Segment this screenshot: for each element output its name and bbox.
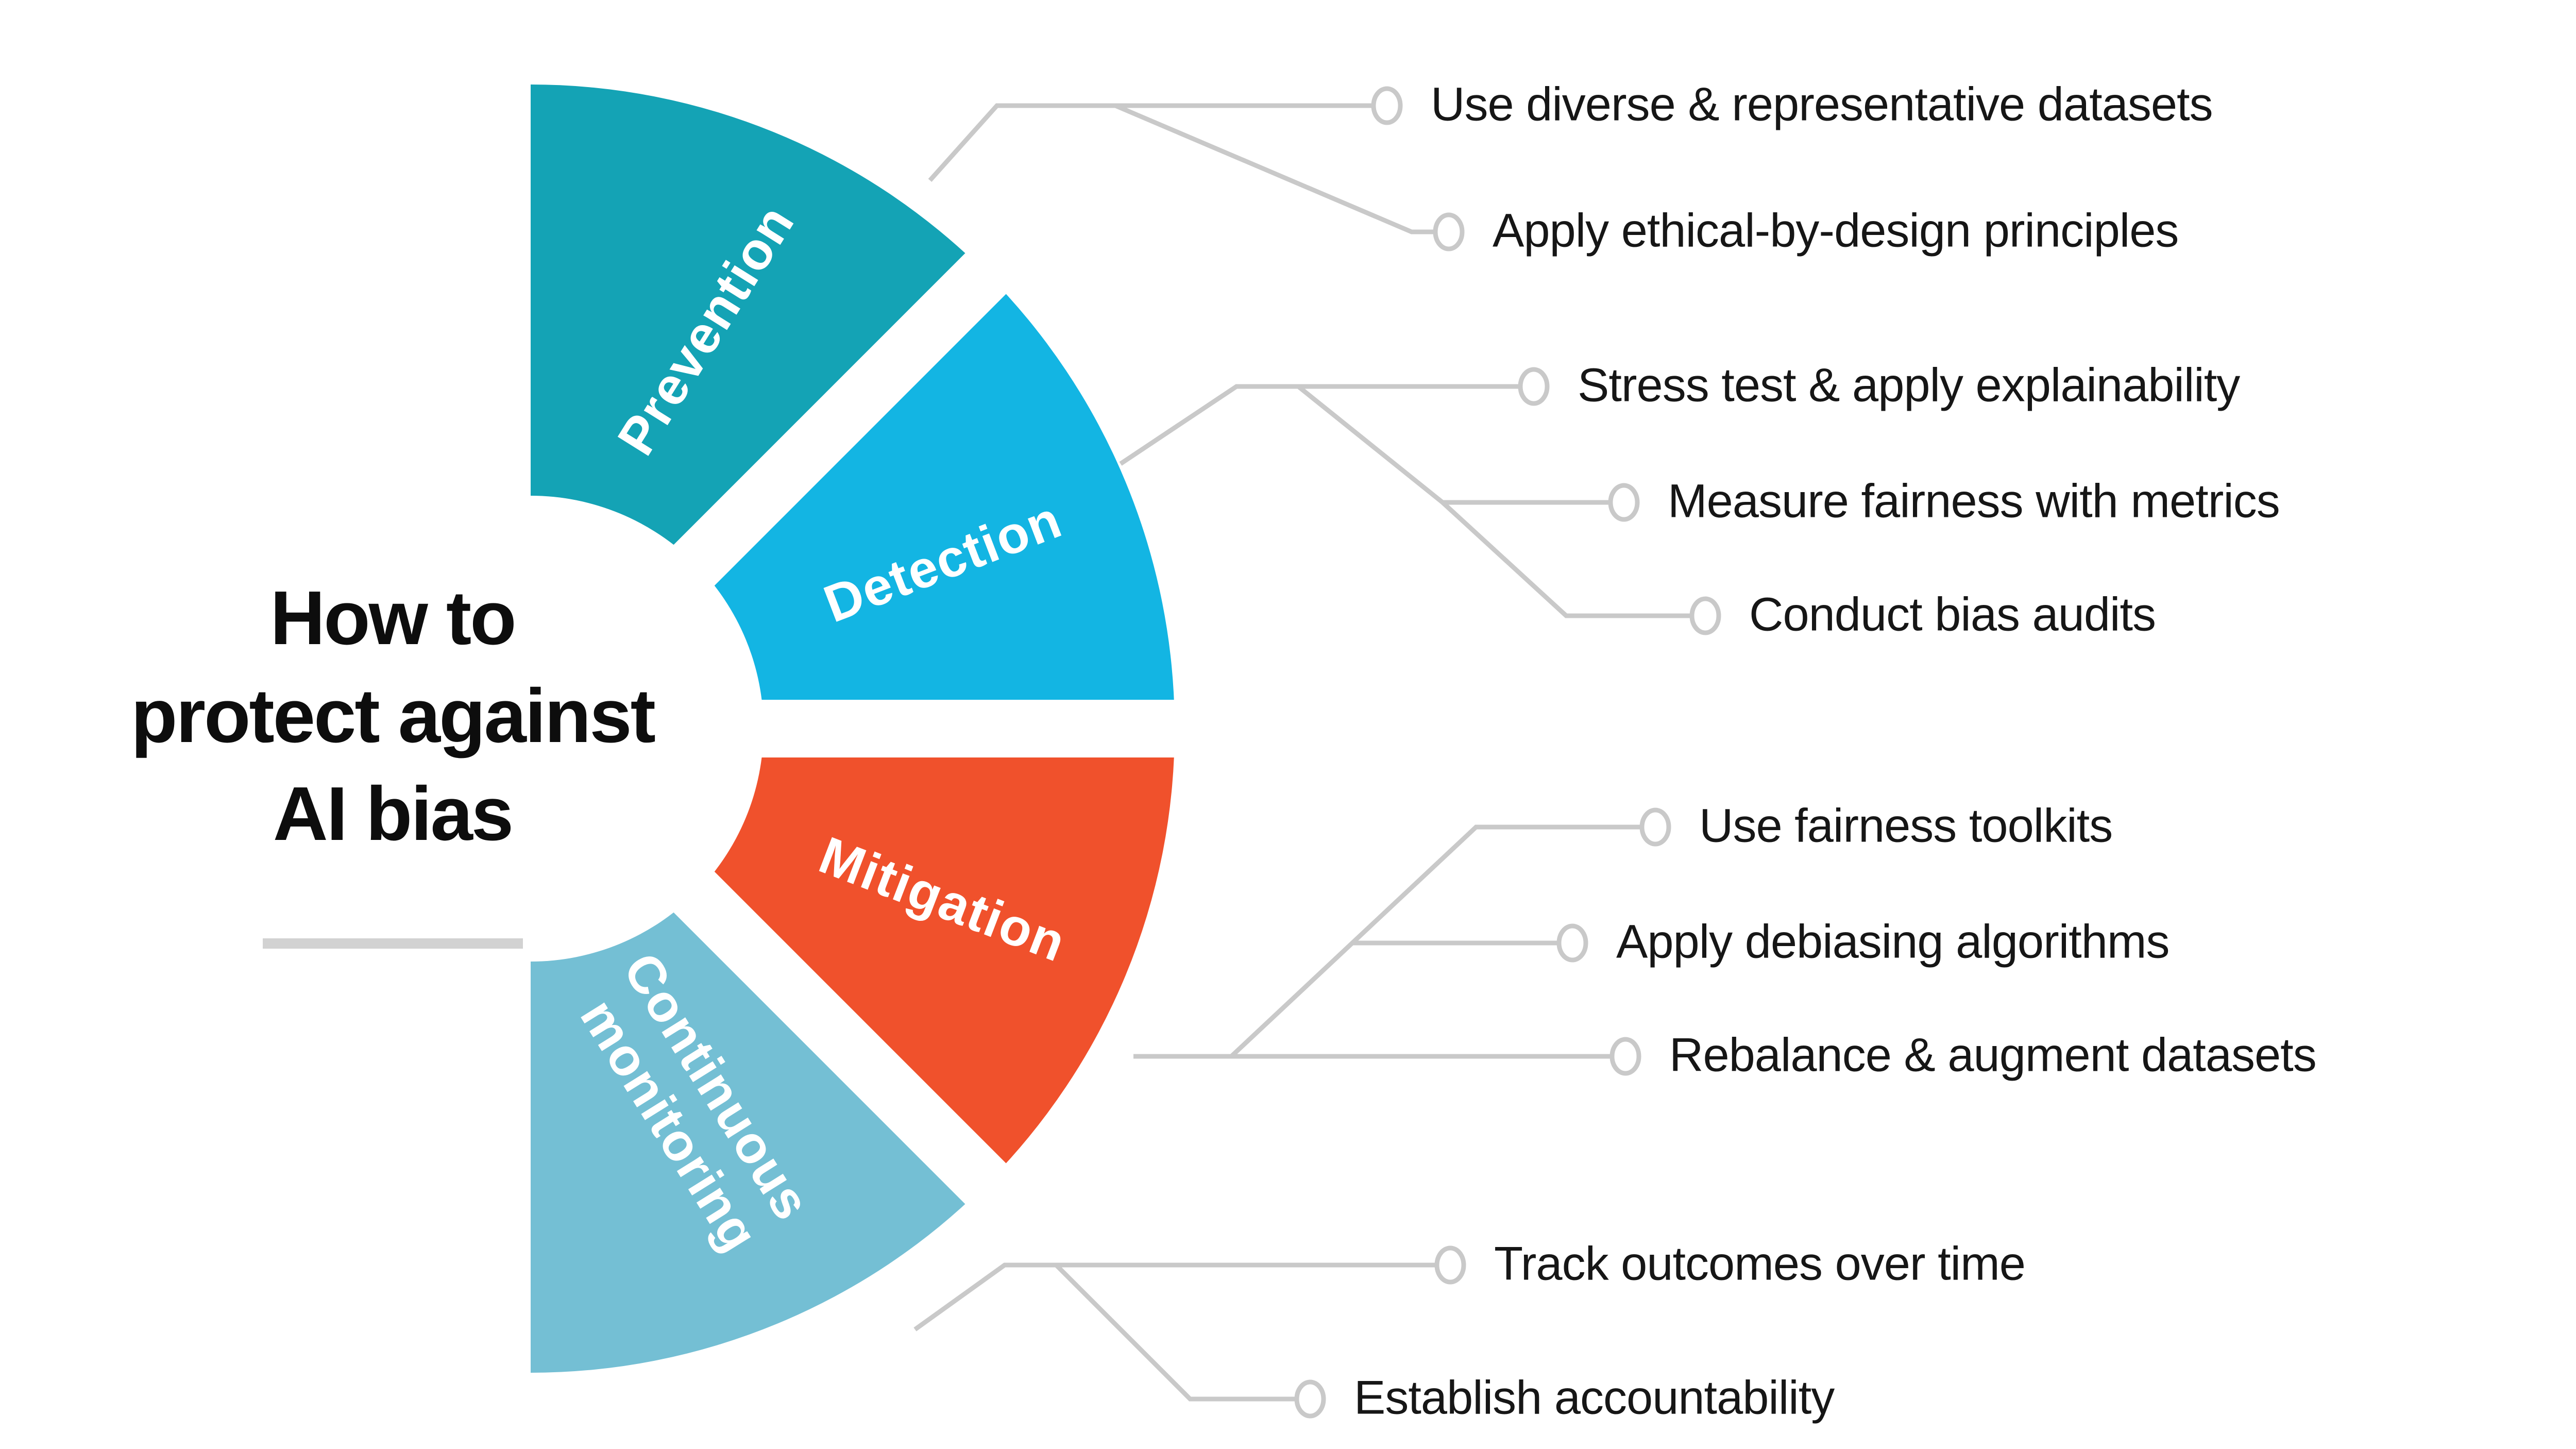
- connector-detection-2: [1297, 384, 1608, 505]
- ring-icon: [1518, 367, 1550, 406]
- bullet-detection-3: Conduct bias audits: [1749, 588, 2156, 641]
- bullet-rings: [1294, 86, 1721, 1419]
- connector-detection-3: [1440, 500, 1690, 618]
- connector-prevention-2: [1114, 103, 1433, 234]
- title-line-3: AI bias: [273, 771, 514, 856]
- ring-icon: [1433, 212, 1465, 251]
- bullet-mitigation-2: Apply debiasing algorithms: [1616, 915, 2170, 968]
- ring-icon: [1371, 86, 1403, 125]
- connectors: [913, 103, 1690, 1402]
- bullet-detection-1: Stress test & apply explainability: [1578, 359, 2240, 412]
- bullet-detection-2: Measure fairness with metrics: [1668, 475, 2280, 528]
- hub: [298, 496, 764, 962]
- connector-monitoring-2: [1054, 1263, 1295, 1402]
- connector-detection-1: [1119, 384, 1518, 466]
- page-title: How to protect against AI bias: [109, 569, 676, 949]
- title-underline: [262, 938, 523, 949]
- ring-icon: [1689, 596, 1721, 635]
- bullet-monitoring-2: Establish accountability: [1354, 1371, 1835, 1424]
- wedge-detection: [694, 273, 1175, 729]
- wedge-prevention: [531, 84, 986, 565]
- ring-icon: [1608, 483, 1640, 522]
- bullet-prevention-2: Apply ethical-by-design principles: [1493, 204, 2179, 257]
- connector-mitigation-1: [1229, 824, 1640, 1058]
- title-line-2: protect against: [131, 673, 656, 759]
- connector-prevention-1: [928, 103, 1371, 182]
- ring-icon: [1639, 807, 1671, 847]
- bullet-mitigation-1: Use fairness toolkits: [1699, 799, 2113, 852]
- connector-monitoring-1: [913, 1262, 1435, 1332]
- bullet-monitoring-1: Track outcomes over time: [1494, 1237, 2026, 1290]
- bullet-prevention-1: Use diverse & representative datasets: [1431, 78, 2213, 131]
- ring-icon: [1609, 1037, 1641, 1076]
- ring-icon: [1294, 1379, 1326, 1419]
- ring-icon: [1434, 1245, 1466, 1285]
- bullet-mitigation-3: Rebalance & augment datasets: [1669, 1029, 2317, 1082]
- title-line-1: How to: [270, 576, 516, 661]
- wedge-mitigation: [694, 729, 1175, 1184]
- ring-icon: [1556, 923, 1588, 963]
- wedge-continuous-monitoring: [531, 892, 986, 1373]
